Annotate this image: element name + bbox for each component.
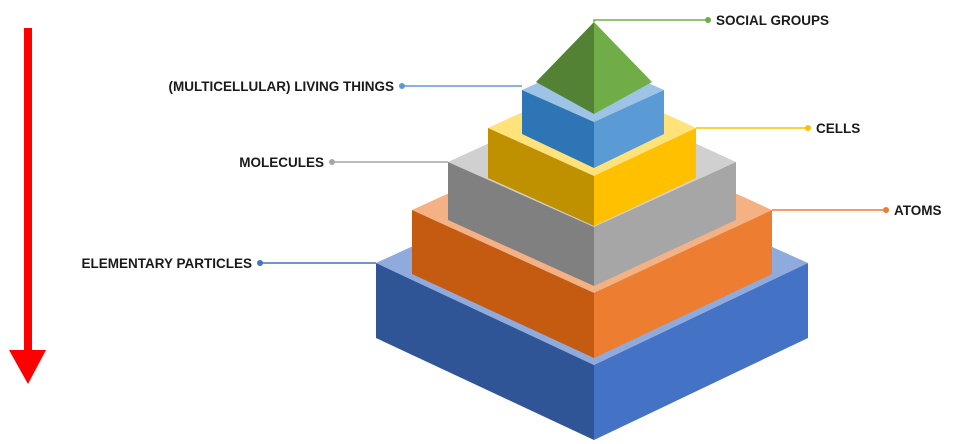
connector-dot-cells (805, 125, 811, 131)
label-elementary-particles: ELEMENTARY PARTICLES (81, 256, 252, 271)
connector-dot-molecules (329, 159, 335, 165)
layer-cells-left-face (488, 128, 594, 226)
downward-arrow (9, 28, 46, 384)
connector-atoms (772, 207, 889, 213)
arrow-shaft (24, 28, 32, 353)
arrow-head (9, 350, 46, 384)
connector-cells (696, 125, 811, 131)
label-social-groups: SOCIAL GROUPS (716, 13, 829, 28)
layer-social-groups-right-face (594, 22, 652, 114)
layer-elementary-particles-left-face (376, 263, 594, 440)
layer-living-things-left-face (522, 90, 594, 168)
layer-molecules-right-face (594, 162, 736, 286)
connector-social-groups (593, 17, 711, 23)
label-cells: CELLS (816, 121, 860, 136)
connector-line-social-groups (593, 19, 708, 22)
layer-living-things-right-face (594, 90, 664, 168)
layer-atoms-right-face (594, 210, 772, 358)
connector-living-things (399, 83, 522, 89)
connector-molecules (329, 159, 448, 165)
layer-elementary-particles-right-face (594, 263, 808, 440)
connector-dot-living-things (399, 83, 405, 89)
layer-cells-right-face (594, 128, 696, 226)
layer-social-groups (536, 22, 652, 114)
label-molecules: MOLECULES (239, 155, 324, 170)
layer-social-groups-left-face (536, 22, 594, 114)
connector-dot-atoms (883, 207, 889, 213)
connector-elementary-particles (257, 260, 376, 266)
connector-dot-social-groups (705, 17, 711, 23)
layer-molecules-left-face (448, 162, 594, 286)
connector-dot-elementary-particles (257, 260, 263, 266)
label-living-things: (MULTICELLULAR) LIVING THINGS (169, 79, 394, 94)
layer-atoms-left-face (412, 210, 594, 358)
label-atoms: ATOMS (894, 203, 942, 218)
